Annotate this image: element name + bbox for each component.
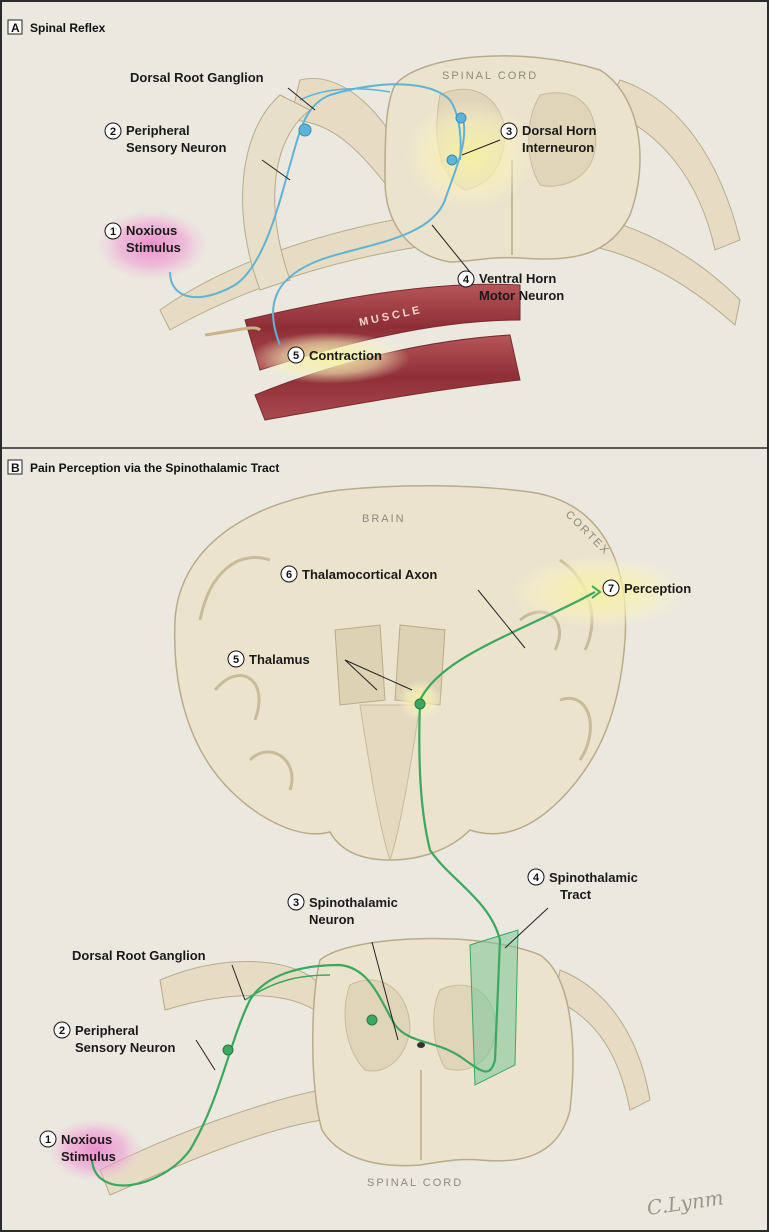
panel-b-title: Pain Perception via the Spinothalamic Tr… — [30, 461, 279, 475]
label-2-line2-a: Sensory Neuron — [126, 140, 226, 155]
label-4-line2-a: Motor Neuron — [479, 288, 564, 303]
num-3-b: 3 — [293, 897, 299, 909]
label-1-line1-b: Noxious — [61, 1132, 112, 1147]
label-2-line1-b: Peripheral — [75, 1023, 139, 1038]
thalamic-neuron-cell — [415, 699, 425, 709]
brain-label: BRAIN — [362, 513, 406, 525]
label-5-a: Contraction — [309, 348, 382, 363]
num-2-a: 2 — [110, 126, 116, 138]
num-5-b: 5 — [233, 654, 239, 666]
label-3-line2-b: Neuron — [309, 912, 355, 927]
num-1-a: 1 — [110, 226, 116, 238]
num-3-a: 3 — [506, 126, 512, 138]
dorsal-horn-glow-a — [405, 100, 535, 210]
num-4-b: 4 — [533, 872, 540, 884]
spinothalamic-neuron-cell — [367, 1015, 377, 1025]
num-5-a: 5 — [293, 350, 299, 362]
panel-a-title: Spinal Reflex — [30, 21, 106, 35]
num-4-a: 4 — [463, 274, 470, 286]
motor-neuron-cell-a — [447, 155, 457, 165]
label-3-line1-a: Dorsal Horn — [522, 123, 596, 138]
panel-b-letter: B — [11, 461, 20, 475]
label-1-line1-a: Noxious — [126, 223, 177, 238]
label-3-line1-b: Spinothalamic — [309, 895, 398, 910]
dorsal-root-ganglion-label-a: Dorsal Root Ganglion — [130, 70, 264, 85]
interneuron-cell-a — [456, 113, 466, 123]
num-6-b: 6 — [286, 569, 292, 581]
spinal-cord-label-a: SPINAL CORD — [442, 70, 538, 82]
num-1-b: 1 — [45, 1134, 51, 1146]
spinal-cord-label-b: SPINAL CORD — [367, 1177, 463, 1189]
label-1-line2-a: Stimulus — [126, 240, 181, 255]
central-canal-b — [417, 1042, 425, 1048]
label-1-line2-b: Stimulus — [61, 1149, 116, 1164]
label-4-line2-b: Tract — [560, 887, 592, 902]
num-7-b: 7 — [608, 583, 614, 595]
dorsal-root-ganglion-cell-b — [223, 1045, 233, 1055]
label-3-line2-a: Interneuron — [522, 140, 594, 155]
label-6-b: Thalamocortical Axon — [302, 567, 437, 582]
label-2-line1-a: Peripheral — [126, 123, 190, 138]
label-4-line1-a: Ventral Horn — [479, 271, 556, 286]
label-2-line2-b: Sensory Neuron — [75, 1040, 175, 1055]
panel-a-letter: A — [11, 21, 20, 35]
dorsal-root-ganglion-cell-a — [299, 124, 311, 136]
num-2-b: 2 — [59, 1025, 65, 1037]
label-4-line1-b: Spinothalamic — [549, 870, 638, 885]
dorsal-root-ganglion-label-b: Dorsal Root Ganglion — [72, 948, 206, 963]
thalamus-left — [335, 625, 385, 705]
label-7-b: Perception — [624, 581, 691, 596]
label-5-b: Thalamus — [249, 652, 310, 667]
